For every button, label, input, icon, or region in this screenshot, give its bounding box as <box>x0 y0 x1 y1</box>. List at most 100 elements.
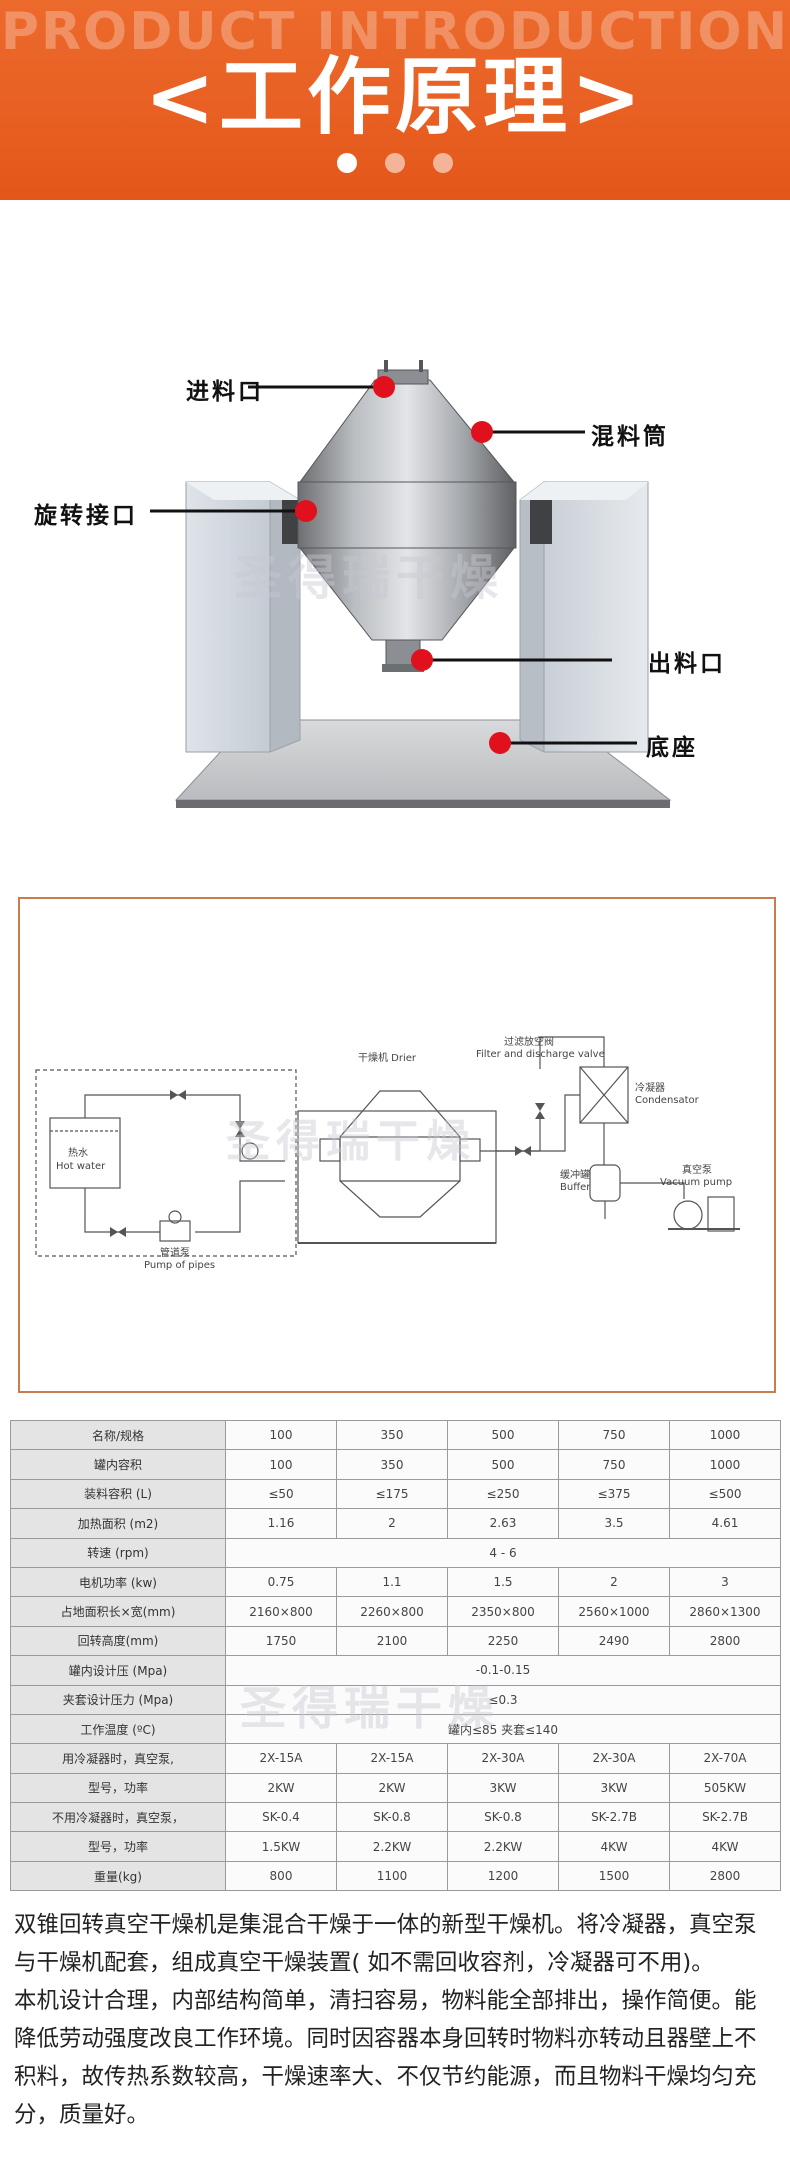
schematic-label-hotwater-cn: 热水 <box>68 1146 88 1159</box>
marker-drum <box>471 421 493 443</box>
table-cell: 3.5 <box>558 1508 670 1539</box>
table-watermark: 圣得瑞干燥 <box>240 1681 500 1735</box>
label-inlet: 进料口 <box>186 379 264 405</box>
table-cell: 1100 <box>336 1860 448 1892</box>
schematic-label-vacuum-cn: 真空泵 <box>682 1163 712 1176</box>
table-row-label: 电机功率 (kw) <box>10 1566 226 1598</box>
banner-dots <box>0 153 790 173</box>
table-cell: 2X-30A <box>447 1743 559 1774</box>
table-cell: 2560×1000 <box>558 1596 670 1627</box>
table-row-label: 转速 (rpm) <box>10 1537 226 1568</box>
banner-background-text: PRODUCT INTRODUCTION <box>0 2 790 62</box>
process-schematic: 干燥机 Drier 过滤放空阀 Filter and discharge val… <box>18 897 776 1393</box>
schematic-label-condenser-en: Condensator <box>635 1095 700 1106</box>
schematic-label-buffer-en: Buffer <box>560 1182 591 1193</box>
table-row-label: 不用冷凝器时，真空泵， <box>10 1802 226 1833</box>
table-cell: 100 <box>225 1419 337 1451</box>
description: 双锥回转真空干燥机是集混合干燥于一体的新型干燥机。将冷凝器，真空泵与干燥机配套，… <box>14 1906 778 2134</box>
table-row-label: 回转高度(mm) <box>10 1625 226 1657</box>
table-cell: SK-0.8 <box>336 1802 448 1833</box>
table-cell: 350 <box>336 1449 448 1480</box>
table-cell: 505KW <box>669 1772 781 1804</box>
table-cell: SK-0.8 <box>447 1802 559 1833</box>
table-cell: 1.5 <box>447 1566 559 1598</box>
table-cell: -0.1-0.15 <box>225 1655 781 1686</box>
banner-dot-2 <box>385 153 405 173</box>
table-row-label: 用冷凝器时，真空泵, <box>10 1743 226 1774</box>
table-cell: SK-0.4 <box>225 1802 337 1833</box>
table-cell: 2860×1300 <box>669 1596 781 1627</box>
table-row-label: 装料容积 (L) <box>10 1478 226 1510</box>
table-cell: 1000 <box>669 1419 781 1451</box>
label-base: 底座 <box>646 735 698 761</box>
schematic-label-buffer-cn: 缓冲罐 <box>560 1168 590 1181</box>
table-cell: 2.2KW <box>447 1831 559 1862</box>
table-cell: 1500 <box>558 1860 670 1892</box>
description-paragraph-2: 本机设计合理，内部结构简单，清扫容易，物料能全部排出，操作简便。能降低劳动强度改… <box>14 1988 757 2128</box>
schematic-label-dryer: 干燥机 Drier <box>358 1051 417 1064</box>
table-row-label: 夹套设计压力 (Mpa) <box>10 1684 226 1715</box>
marker-rotary-joint <box>295 500 317 522</box>
table-cell: 4.61 <box>669 1508 781 1539</box>
section-banner: PRODUCT INTRODUCTION <工作原理> <box>0 0 790 200</box>
table-cell: 2.2KW <box>336 1831 448 1862</box>
table-cell: 2490 <box>558 1625 670 1657</box>
marker-outlet <box>411 649 433 671</box>
table-cell: 2.63 <box>447 1508 559 1539</box>
table-cell: 0.75 <box>225 1566 337 1598</box>
table-cell: ≤175 <box>336 1478 448 1510</box>
label-rotary-joint: 旋转接口 <box>34 503 138 529</box>
banner-dot-3 <box>433 153 453 173</box>
table-cell: 500 <box>447 1449 559 1480</box>
table-cell: 1750 <box>225 1625 337 1657</box>
table-cell: 2800 <box>669 1860 781 1892</box>
description-paragraph-1: 双锥回转真空干燥机是集混合干燥于一体的新型干燥机。将冷凝器，真空泵与干燥机配套，… <box>14 1912 757 1976</box>
table-row-label: 型号，功率 <box>10 1772 226 1804</box>
table-cell: ≤375 <box>558 1478 670 1510</box>
table-row-label: 罐内设计压 (Mpa) <box>10 1655 226 1686</box>
table-row: 装料容积 (L)≤50≤175≤250≤375≤500 <box>10 1478 781 1510</box>
label-drum: 混料筒 <box>591 424 669 450</box>
table-row-label: 名称/规格 <box>10 1419 226 1451</box>
table-cell: 2160×800 <box>225 1596 337 1627</box>
table-row-label: 重量(kg) <box>10 1860 226 1892</box>
table-cell: 800 <box>225 1860 337 1892</box>
table-row-label: 加热面积 (m2) <box>10 1508 226 1539</box>
label-outlet: 出料口 <box>648 651 726 677</box>
table-cell: 1.16 <box>225 1508 337 1539</box>
banner-title: <工作原理> <box>144 48 646 146</box>
banner-dot-1 <box>337 153 357 173</box>
table-cell: 2X-15A <box>225 1743 337 1774</box>
table-row: 罐内设计压 (Mpa)-0.1-0.15 <box>10 1655 781 1686</box>
table-cell: 2X-15A <box>336 1743 448 1774</box>
table-cell: 2 <box>336 1508 448 1539</box>
table-cell: 1.5KW <box>225 1831 337 1862</box>
table-cell: 1200 <box>447 1860 559 1892</box>
table-row-label: 工作温度 (ºC) <box>10 1713 226 1745</box>
table-cell: 1000 <box>669 1449 781 1480</box>
table-row-label: 占地面积长×宽(mm) <box>10 1596 226 1627</box>
table-cell: 3 <box>669 1566 781 1598</box>
table-cell: 350 <box>336 1419 448 1451</box>
table-cell: SK-2.7B <box>669 1802 781 1833</box>
table-cell: 4KW <box>558 1831 670 1862</box>
schematic-label-pump-en: Pump of pipes <box>144 1260 215 1271</box>
schematic-label-filter-en: Filter and discharge valve <box>476 1049 605 1060</box>
table-cell: 2KW <box>225 1772 337 1804</box>
table-cell: ≤250 <box>447 1478 559 1510</box>
photo-watermark: 圣得瑞干燥 <box>234 550 505 606</box>
table-row-label: 型号，功率 <box>10 1831 226 1862</box>
marker-inlet <box>373 376 395 398</box>
machine-illustration: 圣得瑞干燥 进料口 混料筒 旋转接口 出料口 底座 <box>0 200 790 860</box>
schematic-watermark: 圣得瑞干燥 <box>226 1116 476 1167</box>
